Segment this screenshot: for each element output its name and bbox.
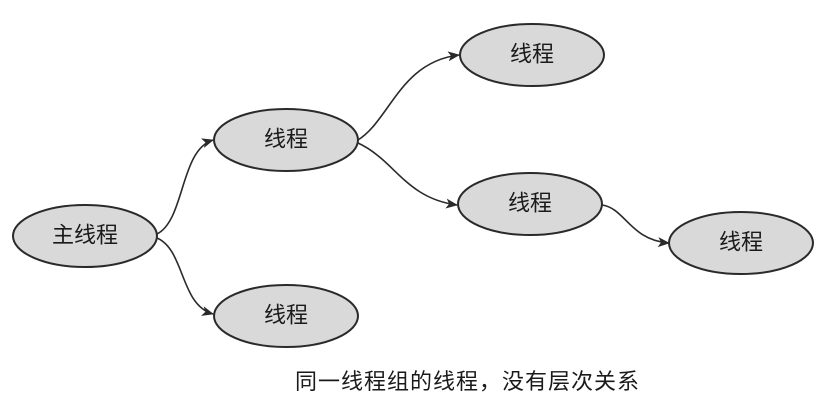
node-thread-right: 线程	[668, 211, 814, 275]
node-thread-middle: 线程	[457, 172, 603, 236]
edge-main-to-lower-thread	[156, 237, 214, 316]
edge-upper-to-middle-thread	[357, 142, 458, 209]
edge-main-to-upper-thread	[156, 138, 214, 235]
edge-upper-to-top-thread	[357, 51, 460, 141]
node-thread-top: 线程	[459, 23, 605, 87]
node-thread-upper-label: 线程	[264, 128, 308, 153]
node-thread-middle-label: 线程	[508, 192, 552, 217]
node-thread-lower: 线程	[213, 284, 359, 348]
node-main-thread: 主线程	[12, 204, 158, 268]
node-thread-right-label: 线程	[719, 231, 763, 256]
edge-middle-to-right-thread	[601, 204, 670, 248]
node-main-thread-label: 主线程	[52, 224, 118, 249]
node-thread-upper: 线程	[213, 108, 359, 172]
node-thread-lower-label: 线程	[264, 304, 308, 329]
node-thread-top-label: 线程	[510, 43, 554, 68]
diagram-caption: 同一线程组的线程，没有层次关系	[294, 370, 640, 395]
